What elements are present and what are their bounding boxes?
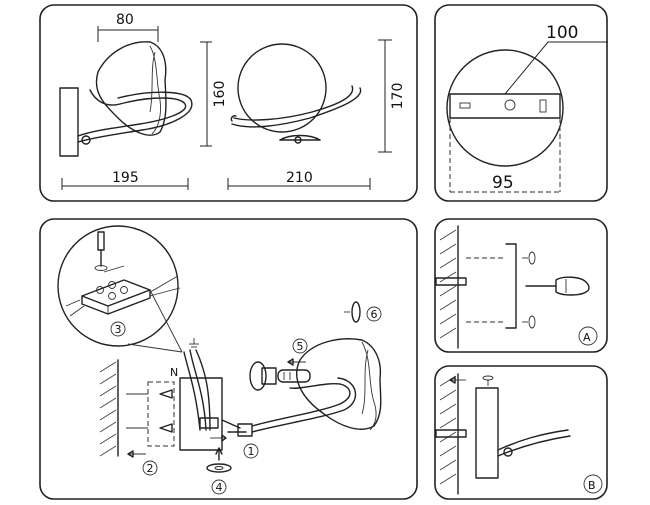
step-b-view: B xyxy=(435,373,603,495)
arm xyxy=(77,89,187,137)
panel-a-label: A xyxy=(583,331,591,344)
dim-plate-diameter: 100 xyxy=(546,23,578,43)
dim-height-side: 160 xyxy=(212,81,228,108)
assembly-arm xyxy=(251,382,351,427)
dim-width-front: 210 xyxy=(286,170,313,186)
dim-height-front: 170 xyxy=(390,83,406,110)
step-4-label: 4 xyxy=(216,481,223,494)
assembly-view: 3 2 N xyxy=(57,225,382,495)
canopy xyxy=(279,134,321,141)
supply-wire xyxy=(183,351,201,431)
step-b-panel xyxy=(434,365,608,500)
shade xyxy=(95,41,167,136)
canopy-b xyxy=(475,387,499,479)
mounting-plate-view: 100 95 xyxy=(446,23,608,193)
leader-line xyxy=(504,41,608,95)
bracket-a xyxy=(505,243,517,329)
panel-b-label: B xyxy=(588,479,596,492)
bulb xyxy=(277,369,311,383)
wire-n-label: N xyxy=(170,366,178,379)
dim-depth: 195 xyxy=(112,170,139,186)
wall-plate xyxy=(59,87,79,157)
step-3-label: 3 xyxy=(115,323,122,336)
assembly-shade xyxy=(295,338,382,430)
assembly-panel xyxy=(39,218,418,500)
step-6-label: 6 xyxy=(371,308,378,321)
mounting-bracket xyxy=(147,381,175,447)
side-view: 80 160 195 xyxy=(59,12,228,190)
plate-circle xyxy=(446,49,564,167)
conduit-a xyxy=(435,277,467,286)
globe xyxy=(237,43,327,133)
arm-b xyxy=(497,429,569,451)
step-2-label: 2 xyxy=(147,462,154,475)
terminal-zoom-circle xyxy=(57,225,179,347)
step-a-panel xyxy=(434,218,608,353)
conduit-b xyxy=(435,429,467,438)
socket-ring xyxy=(249,361,267,391)
front-view: 210 170 xyxy=(227,39,406,190)
glass-ring xyxy=(351,301,361,323)
mounting-plate-panel xyxy=(434,4,608,202)
dim-shade-width: 80 xyxy=(116,12,134,28)
dimensions-panel xyxy=(39,4,418,202)
step-1-label: 1 xyxy=(248,445,255,458)
step-5-label: 5 xyxy=(297,340,304,353)
dim-plate-width: 95 xyxy=(492,173,514,193)
ring-arm xyxy=(231,87,362,128)
canopy-plate xyxy=(179,377,223,451)
finial-nut xyxy=(206,463,232,473)
screwdriver-handle xyxy=(97,231,105,251)
step-a-view: A xyxy=(435,225,598,349)
